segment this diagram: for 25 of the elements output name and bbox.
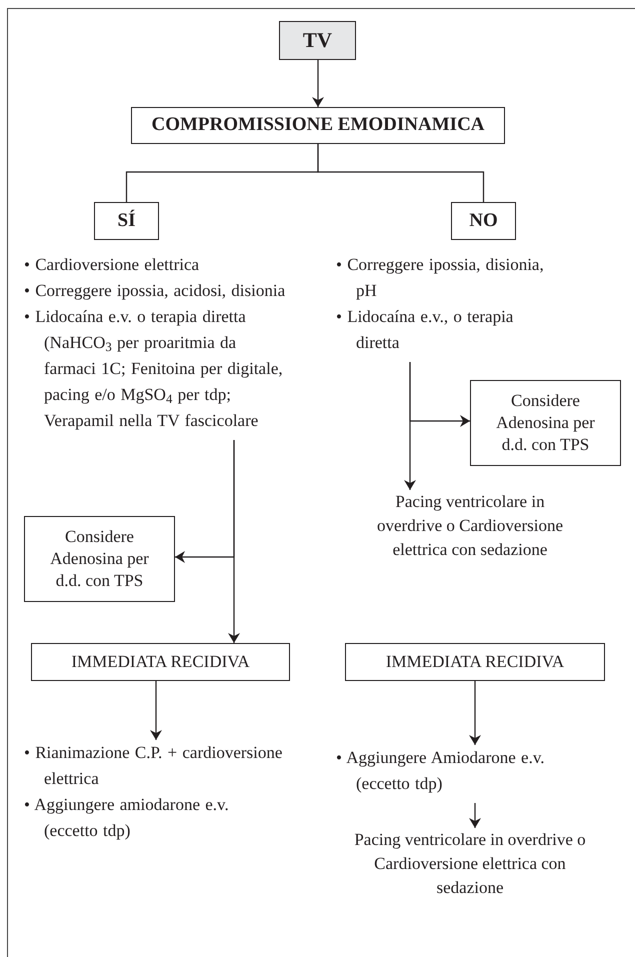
arrow	[469, 681, 481, 745]
start-box: TV	[279, 21, 356, 60]
action-text: Pacing ventricolare in overdrive o Cardioversione elettrica con sedazione	[350, 828, 590, 950]
bullet-item: • Correggere ipossia, disionia, pH	[336, 254, 545, 302]
answer-box: SÍ	[94, 202, 159, 240]
bullet-item: • Cardioversione elettrica	[24, 254, 200, 276]
bullet-item: • Aggiungere Amiodarone e.v. (eccetto tdp)	[336, 747, 546, 795]
note-box: Considere Adenosina per d.d. con TPS	[24, 516, 175, 602]
process-box: IMMEDIATA RECIDIVA	[345, 643, 605, 681]
arrow	[312, 60, 324, 107]
bullet-item: • Aggiungere amiodarone e.v. (eccetto tdp)	[24, 794, 230, 842]
bullet-item: • Rianimazione C.P. + cardioversione elettrica	[24, 742, 284, 790]
question-box: COMPROMISSIONE EMODINAMICA	[131, 107, 505, 144]
note-box: Considere Adenosina per d.d. con TPS	[470, 380, 621, 466]
answer-box: NO	[451, 202, 516, 240]
arrow	[228, 440, 240, 643]
arrow	[469, 803, 481, 828]
bullet-item: • Correggere ipossia, acidosi, disionia	[24, 280, 286, 302]
connector-line	[317, 144, 484, 202]
action-text: Pacing ventricolare in overdrive o Cardioversione elettrica con sedazione	[370, 490, 570, 612]
arrow	[404, 362, 416, 490]
bullet-item: • Lidocaína e.v. o terapia diretta (NaHCO$_{3}$ per proaritmia da farmaci 1C; Fenitoina per digitale, pacing e/o MgSO$_{4}$ per tdp; Verapamil nella TV fascicolare	[24, 306, 284, 432]
process-box: IMMEDIATA RECIDIVA	[31, 643, 290, 681]
bullet-item: • Lidocaína e.v., o terapia diretta	[336, 306, 514, 354]
arrow	[150, 681, 162, 740]
